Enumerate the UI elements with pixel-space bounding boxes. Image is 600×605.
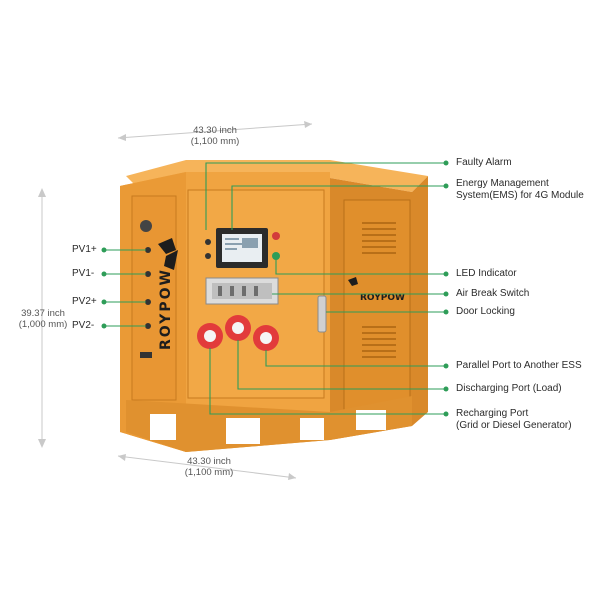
label-recharging-port: Recharging Port (Grid or Diesel Generato… [456,408,572,432]
label-pv2-plus: PV2+ [72,296,97,307]
label-pv1-minus: PV1- [72,268,95,279]
red-ports [197,315,279,351]
top-width-value: 43.30 inch [193,125,237,136]
energy-storage-unit: ROYPOW ROYPOW [120,160,428,452]
height-metric: (1,000 mm) [18,319,68,330]
front-logo [158,238,178,270]
top-width-metric: (1,100 mm) [190,136,240,147]
label-door-locking: Door Locking [456,306,515,317]
label-led-indicator: LED Indicator [456,268,517,279]
annotation-lines [101,160,449,417]
height-value: 39.37 inch [21,308,65,319]
label-parallel-port: Parallel Port to Another ESS [456,360,582,371]
label-recharging-line1: Recharging Port [456,408,529,419]
top-width-dimension: 43.30 inch (1,100 mm) [180,125,250,147]
label-pv1-plus: PV1+ [72,244,97,255]
side-logo-text: ROYPOW [360,293,405,303]
height-dimension: 39.37 inch (1,000 mm) [8,308,78,330]
label-ems-line1: Energy Management [456,178,549,189]
bottom-width-metric: (1,100 mm) [184,467,234,478]
pv-connectors [140,247,152,358]
label-discharging-port: Discharging Port (Load) [456,383,562,394]
dimension-arrows [38,121,313,480]
label-pv2-minus: PV2- [72,320,95,331]
bottom-width-dimension: 43.30 inch (1,100 mm) [174,456,244,478]
label-ems: Energy Management System(EMS) for 4G Mod… [456,178,584,202]
label-faulty-alarm: Faulty Alarm [456,157,512,168]
label-ems-line2: System(EMS) for 4G Module [456,190,584,201]
side-logo [348,277,358,286]
label-recharging-line2: (Grid or Diesel Generator) [456,420,572,431]
bottom-width-value: 43.30 inch [187,456,231,467]
front-logo-text: ROYPOW [158,268,174,350]
label-air-break-switch: Air Break Switch [456,288,530,299]
